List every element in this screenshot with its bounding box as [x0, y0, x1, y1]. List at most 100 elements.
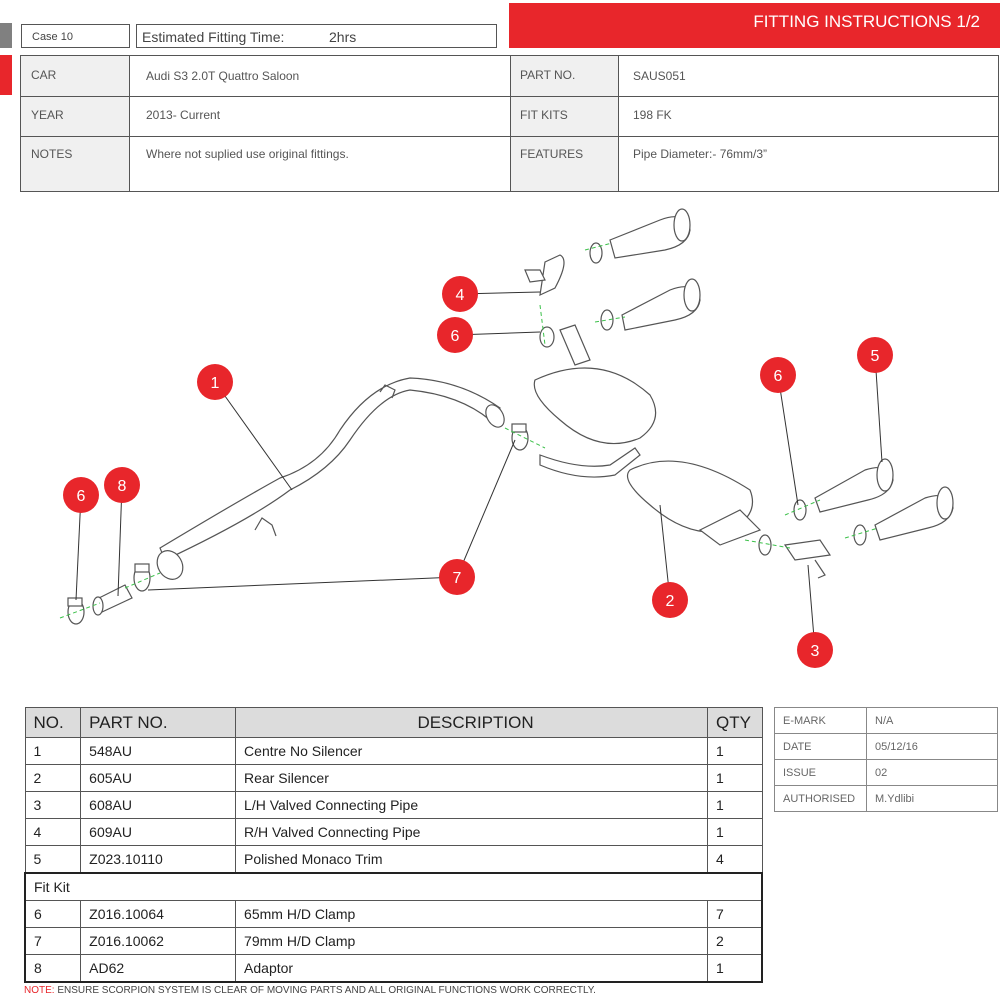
- fitting-time-label: Estimated Fitting Time:: [142, 29, 285, 45]
- row-part-no: 605AU: [80, 764, 237, 792]
- row-part-no: 608AU: [80, 791, 237, 819]
- case-box: Case 10: [21, 24, 130, 48]
- table-row: 8 AD62 Adaptor 1: [24, 954, 764, 983]
- row-part-no: Z016.10062: [80, 927, 237, 955]
- callout-2: 2: [652, 582, 688, 618]
- table-row: 4 609AU R/H Valved Connecting Pipe 1: [24, 818, 763, 846]
- vehicle-info-table: CAR Audi S3 2.0T Quattro Saloon YEAR 201…: [20, 55, 999, 192]
- svg-text:5: 5: [871, 348, 880, 365]
- row-qty: 1: [707, 791, 763, 819]
- note-label: NOTE:: [24, 985, 55, 996]
- svg-text:1: 1: [211, 375, 220, 392]
- rh-connecting-pipe: [539, 254, 565, 297]
- issue-label: ISSUE: [774, 759, 867, 786]
- fit-kit-row: Fit Kit: [24, 872, 763, 901]
- rear-silencer-left: [533, 367, 657, 445]
- callout-8: 8: [104, 467, 140, 503]
- page-title: FITTING INSTRUCTIONS 1/2: [753, 12, 980, 31]
- part-no-value: SAUS051: [633, 69, 686, 83]
- row-no: 4: [24, 818, 82, 846]
- header-no: NO.: [24, 707, 82, 738]
- row-no: 1: [24, 737, 82, 765]
- row-no: 8: [24, 954, 82, 983]
- trim-top-1: [609, 208, 691, 259]
- row-description: Polished Monaco Trim: [235, 845, 709, 874]
- footer-note: NOTE: ENSURE SCORPION SYSTEM IS CLEAR OF…: [24, 985, 596, 996]
- table-row: 3 608AU L/H Valved Connecting Pipe 1: [24, 791, 763, 819]
- authorised-label: AUTHORISED: [774, 785, 867, 812]
- row-description: 65mm H/D Clamp: [235, 900, 709, 928]
- car-label: CAR: [31, 68, 57, 82]
- table-row: 1 548AU Centre No Silencer 1: [24, 737, 763, 765]
- clamp-centre: [511, 423, 529, 451]
- left-grey-tab: [0, 23, 12, 48]
- svg-text:2: 2: [666, 593, 675, 610]
- fit-kit-label: Fit Kit: [24, 872, 763, 901]
- callout-6-top: 6: [437, 317, 473, 353]
- callout-1: 1: [197, 364, 233, 400]
- table-row: 2 605AU Rear Silencer 1: [24, 764, 763, 792]
- case-label: Case 10: [32, 31, 73, 43]
- callout-4: 4: [442, 276, 478, 312]
- header-part-no: PART NO.: [80, 707, 237, 738]
- row-part-no: Z023.10110: [80, 845, 237, 874]
- notes-value: Where not suplied use original fittings.: [146, 147, 349, 161]
- authorised-value: M.Ydlibi: [866, 785, 998, 812]
- row-part-no: 548AU: [80, 737, 237, 765]
- row-part-no: Z016.10064: [80, 900, 237, 928]
- trim-right-1: [814, 458, 894, 513]
- row-no: 5: [24, 845, 82, 874]
- row-qty: 1: [707, 954, 764, 983]
- svg-text:8: 8: [118, 478, 127, 495]
- clamp-mid-left: [133, 563, 151, 592]
- left-label-column: [21, 56, 129, 191]
- row-no: 6: [24, 900, 82, 928]
- trim-right-2: [874, 486, 954, 541]
- date-value: 05/12/16: [866, 733, 998, 760]
- callout-group: 1 2 3 4 5 6 6 6 7 8: [63, 276, 893, 668]
- table-row: 7 Z016.10062 79mm H/D Clamp 2: [24, 927, 764, 955]
- features-label: FEATURES: [520, 147, 584, 161]
- right-label-column: [510, 56, 618, 191]
- part-no-label: PART NO.: [520, 68, 576, 82]
- title-banner: FITTING INSTRUCTIONS 1/2: [509, 3, 1000, 48]
- row-description: L/H Valved Connecting Pipe: [235, 791, 709, 819]
- year-value: 2013- Current: [146, 108, 221, 122]
- parts-table: NO. PART NO. DESCRIPTION QTY 1 548AU Cen…: [24, 707, 764, 983]
- row-description: 79mm H/D Clamp: [235, 927, 709, 955]
- car-value: Audi S3 2.0T Quattro Saloon: [146, 69, 300, 83]
- row-description: Adaptor: [235, 954, 709, 983]
- header-qty: QTY: [707, 707, 763, 738]
- callout-5: 5: [857, 337, 893, 373]
- row-qty: 4: [707, 845, 763, 874]
- emark-label: E-MARK: [774, 707, 867, 734]
- svg-text:6: 6: [77, 488, 86, 505]
- callout-6-right: 6: [760, 357, 796, 393]
- svg-text:6: 6: [451, 328, 460, 345]
- row-part-no: AD62: [80, 954, 237, 983]
- row-qty: 1: [707, 737, 763, 765]
- svg-text:4: 4: [456, 287, 465, 304]
- svg-text:7: 7: [453, 570, 462, 587]
- issue-value: 02: [866, 759, 998, 786]
- fitting-time-value: 2hrs: [329, 29, 357, 45]
- row-qty: 1: [707, 818, 763, 846]
- emark-value: N/A: [866, 707, 998, 734]
- row-part-no: 609AU: [80, 818, 237, 846]
- left-red-tab: [0, 55, 12, 95]
- clamp-left: [67, 597, 85, 625]
- row-qty: 7: [707, 900, 764, 928]
- parts-table-header: NO. PART NO. DESCRIPTION QTY: [24, 707, 763, 738]
- row-description: R/H Valved Connecting Pipe: [235, 818, 709, 846]
- features-value: Pipe Diameter:- 76mm/3”: [633, 147, 768, 161]
- row-qty: 1: [707, 764, 763, 792]
- table-row: 6 Z016.10064 65mm H/D Clamp 7: [24, 900, 764, 928]
- row-description: Centre No Silencer: [235, 737, 709, 765]
- row-no: 2: [24, 764, 82, 792]
- row-no: 7: [24, 927, 82, 955]
